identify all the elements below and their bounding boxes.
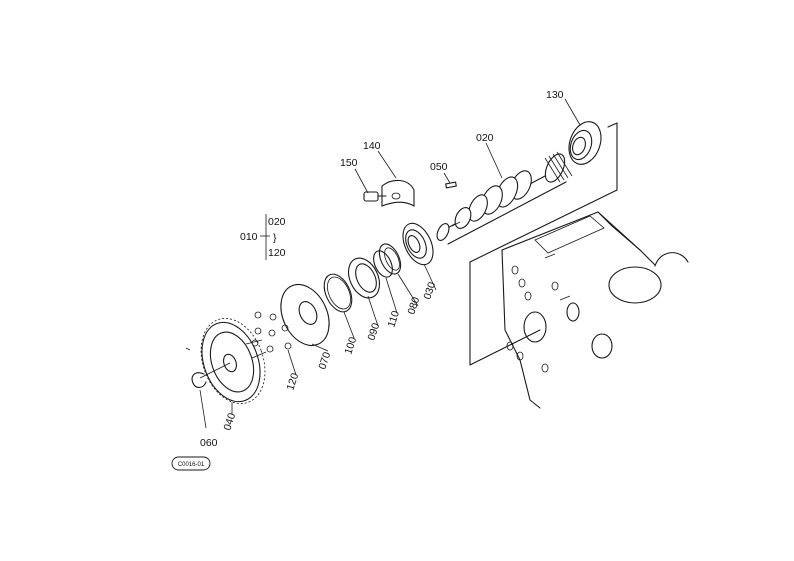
- label-070: 070: [316, 350, 333, 371]
- label-040: 040: [221, 411, 238, 432]
- label-080: 080: [405, 295, 422, 316]
- bearing-030: [402, 222, 434, 266]
- label-110: 110: [385, 309, 402, 329]
- label-130: 130: [546, 89, 564, 101]
- bolt-150: [363, 191, 387, 202]
- reference-code: C0016-01: [178, 462, 205, 468]
- assembly-axis: [185, 347, 231, 379]
- label-150: 150: [340, 157, 358, 169]
- label-140: 140: [363, 140, 381, 152]
- label-030: 030: [421, 280, 438, 301]
- reference-code-badge: C0016-01: [171, 456, 211, 471]
- label-010-to: 120: [268, 247, 286, 259]
- callout-labels: 130 140 150 050 020 010 020 } 120 030 08…: [200, 89, 564, 449]
- collar-090: [347, 257, 381, 299]
- balls-120: [251, 311, 292, 353]
- leader-lines: [199, 98, 581, 429]
- label-120: 120: [284, 371, 301, 392]
- o-ring-100: [323, 273, 353, 313]
- label-060: 060: [200, 437, 218, 449]
- pin-050: [445, 181, 457, 189]
- label-010: 010: [240, 231, 258, 243]
- snap-ring-110: [373, 250, 393, 278]
- bearing-130: [568, 121, 602, 165]
- circlip-060: [191, 372, 207, 388]
- label-050: 050: [430, 161, 448, 173]
- label-020: 020: [476, 132, 494, 144]
- label-090: 090: [365, 321, 382, 342]
- camshaft-020: [436, 151, 573, 245]
- retainer-140: [381, 179, 415, 207]
- thrust-plate-070: [280, 283, 330, 347]
- label-100: 100: [342, 335, 359, 356]
- engine-housing: [469, 122, 689, 409]
- label-010-brace: }: [273, 232, 277, 244]
- gear-040: [200, 317, 267, 405]
- label-010-from: 020: [268, 216, 286, 228]
- snap-ring-080: [378, 243, 402, 275]
